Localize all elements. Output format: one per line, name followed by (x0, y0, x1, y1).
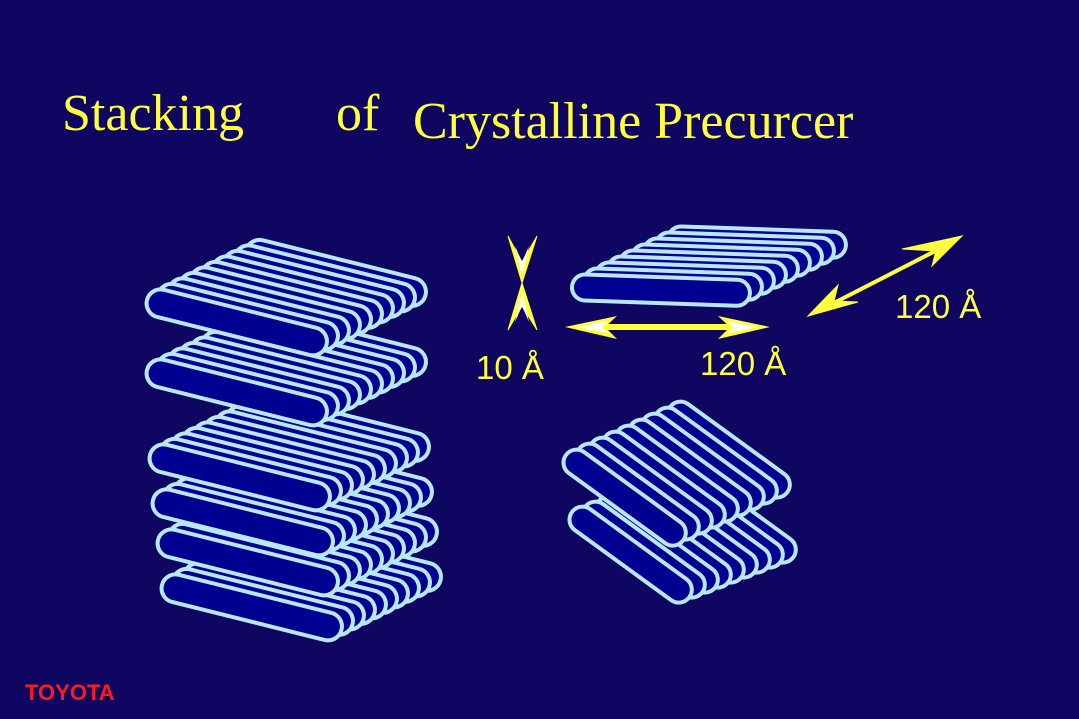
title-word-of: of (336, 85, 380, 142)
layer-pill (150, 487, 335, 558)
title-crystalline-precurcer: Crystalline Precurcer (413, 93, 854, 150)
layer-stacks (144, 224, 848, 643)
interlayer-arrow (507, 235, 538, 331)
left-stack-1 (144, 237, 428, 358)
right-bottom-stack-upper (561, 399, 792, 548)
length-label: 120 Å (700, 345, 787, 382)
arrowhead-down (507, 235, 538, 285)
title-word-stacking: Stacking (62, 85, 244, 142)
length-arrow (565, 316, 770, 339)
toyota-logo: TOYOTA (25, 680, 115, 705)
layer-pill (569, 272, 752, 308)
layer-pill (567, 504, 694, 605)
layer-pill (144, 287, 329, 358)
layer-pill (159, 572, 344, 643)
layer-pill (147, 442, 332, 513)
left-stack-3 (147, 392, 431, 513)
width-arrow (806, 235, 964, 317)
width-label: 120 Å (895, 288, 982, 325)
layer-pill (155, 527, 340, 598)
right-top-stack (569, 224, 848, 308)
interlayer-distance-label: 10 Å (476, 349, 544, 386)
layer-pill (144, 357, 329, 428)
layer-pill (561, 447, 688, 548)
